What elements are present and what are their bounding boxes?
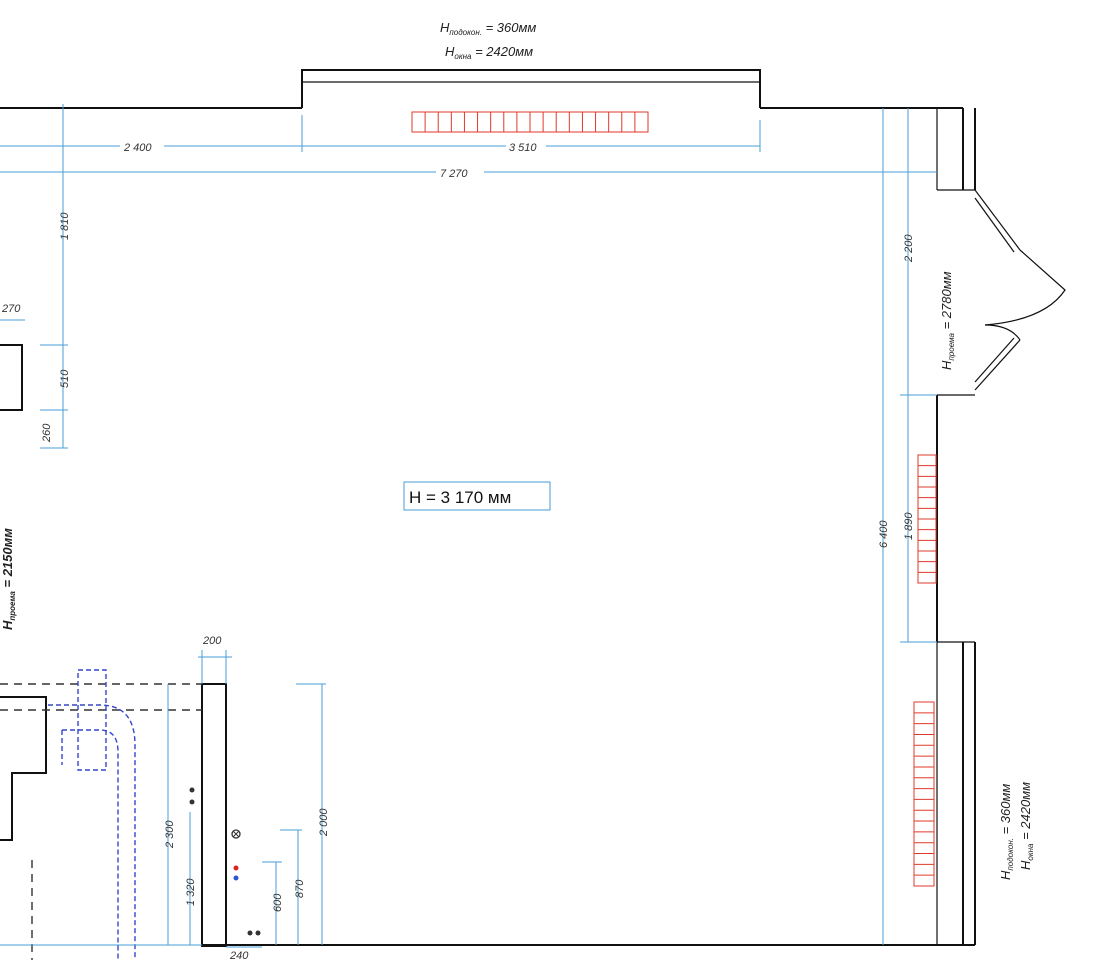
dim-270: 270 <box>1 303 21 315</box>
dim-2300: 2 300 <box>164 820 176 849</box>
pipe-run <box>48 669 136 960</box>
dimension-lines <box>0 104 937 948</box>
radiator-right-lower <box>913 701 935 887</box>
dim-600: 600 <box>272 893 284 912</box>
door-leaf-lower-2 <box>974 337 1015 383</box>
drain-icon-cross2 <box>232 830 240 838</box>
dim-bg-7270 <box>436 165 484 179</box>
left-niche <box>0 344 23 411</box>
drain-icon <box>231 829 241 839</box>
dim-2400: 2 400 <box>123 142 152 154</box>
right-door-height-note: Hпроема = 2780мм <box>939 271 956 370</box>
walls <box>0 69 976 947</box>
pipe-inner <box>62 729 119 960</box>
dim-6400: 6 400 <box>878 520 890 548</box>
left-door-height-note: Hпроема = 2150мм <box>0 528 17 630</box>
radiator-top <box>411 111 649 133</box>
dim-1320: 1 320 <box>185 878 197 906</box>
door-leaf-upper <box>974 189 1021 251</box>
door-leaf-lower <box>974 339 1021 391</box>
pipe-riser <box>77 669 107 771</box>
ceiling-height-box <box>403 481 551 511</box>
dim-2000: 2 000 <box>318 808 330 837</box>
right-window-height-note: Hокна = 2420мм <box>1018 782 1035 870</box>
left-step-wall <box>0 696 47 841</box>
door-leaf-upper-2 <box>974 197 1015 253</box>
top-window-bay <box>301 69 761 108</box>
door-swing-lower <box>984 324 1021 341</box>
dim-200: 200 <box>202 635 222 647</box>
top-window-height-note: Hокна = 2420мм <box>445 44 533 61</box>
dim-240: 240 <box>229 950 249 960</box>
door-swing-upper <box>984 249 1066 326</box>
socket-dot-2 <box>255 930 261 936</box>
dim-1810: 1 810 <box>59 212 71 240</box>
dim-870: 870 <box>294 879 306 898</box>
right-window-note: Hподокон. = 360мм Hокна = 2420мм <box>998 782 1035 880</box>
right-door-note: Hпроема = 2780мм <box>939 271 956 370</box>
dim-260: 260 <box>41 423 53 443</box>
dim-bg-2400 <box>120 139 164 153</box>
ceiling-height-text: H = 3 170 мм <box>409 488 511 507</box>
ceiling-height-label: H = 3 170 мм <box>403 481 551 511</box>
pipe-outer <box>48 704 136 960</box>
left-door-note: Hпроема = 2150мм <box>0 528 17 630</box>
dimension-labels: 2 400 3 510 7 270 1 810 510 260 270 2 20… <box>1 139 915 960</box>
dim-1890: 1 890 <box>903 512 915 540</box>
dim-510: 510 <box>59 369 71 388</box>
dim-7270: 7 270 <box>440 168 468 180</box>
dim-3510: 3 510 <box>509 142 537 154</box>
radiator-right-middle <box>917 454 937 584</box>
radiator-right-lower-body <box>913 701 935 887</box>
top-window-sill-note: Hподокон. = 360мм <box>440 20 536 37</box>
cold-water-point <box>233 875 239 881</box>
top-window-note: Hподокон. = 360мм Hокна = 2420мм <box>440 20 536 61</box>
fixture-dot-1 <box>189 787 195 793</box>
fixtures <box>189 787 261 936</box>
balcony-door <box>974 189 1066 391</box>
socket-dot-1 <box>247 930 253 936</box>
fixture-dot-2 <box>189 799 195 805</box>
dim-2200: 2 200 <box>903 234 915 263</box>
dim-bg-3510 <box>506 139 546 153</box>
right-window-sill-note: Hподокон. = 360мм <box>998 784 1015 880</box>
partition-column <box>201 683 227 947</box>
hot-water-point <box>233 865 239 871</box>
